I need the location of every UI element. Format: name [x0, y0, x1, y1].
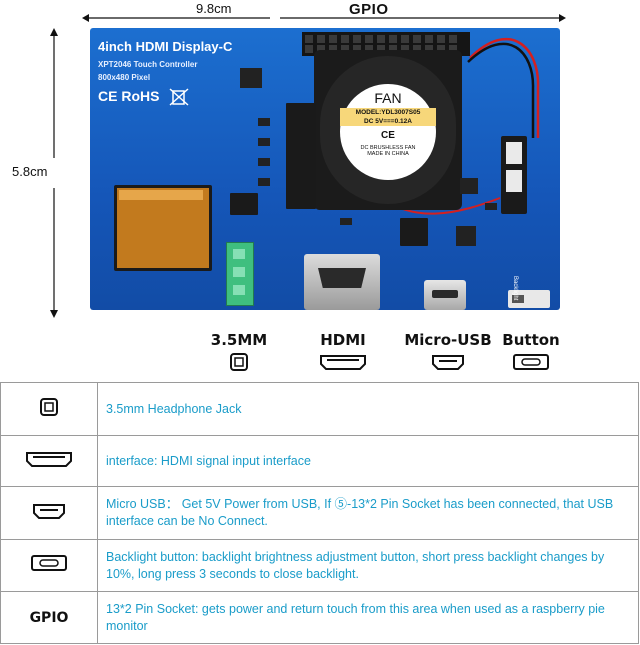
port-button: Button: [499, 331, 563, 378]
table-icon-cell: GPIO: [0, 591, 98, 644]
port-label-3.5mm: 3.5MM: [210, 331, 268, 349]
smd-component: [258, 138, 270, 146]
audio-jack: [226, 242, 254, 306]
table-row: 3.5mm Headphone Jack: [0, 382, 639, 436]
fan-origin: MADE IN CHINA: [367, 151, 409, 157]
fan-ce: CE: [381, 130, 395, 141]
micro-usb-port-icon: [432, 355, 464, 370]
cooling-fan: FAN MODEL:YDL3007S05 DC 5V===0.12A CE DC…: [314, 50, 462, 210]
smd-component: [240, 68, 262, 88]
port-label-button: Button: [502, 331, 560, 349]
micro-usb-port: [424, 280, 466, 310]
board-title: 4inch HDMI Display-C: [98, 39, 233, 54]
height-label: 5.8cm: [12, 164, 48, 179]
ic-chip: [400, 218, 428, 246]
table-row: GPIO 13*2 Pin Socket: gets power and ret…: [0, 591, 639, 644]
port-3.5mm: 3.5MM: [208, 331, 270, 378]
fan-label: FAN MODEL:YDL3007S05 DC 5V===0.12A CE DC…: [340, 84, 436, 180]
board-controller: XPT2046 Touch Controller: [98, 60, 198, 69]
port-label-micro-usb: Micro-USB: [404, 331, 492, 349]
gpio-pins-icon: [305, 35, 457, 53]
fan-connector: [501, 136, 527, 214]
hdmi-port-icon: [26, 451, 72, 467]
width-label: 9.8cm: [196, 1, 232, 16]
main-chip: [286, 103, 316, 209]
table-desc-cell: 3.5mm Headphone Jack: [97, 382, 639, 436]
fan-rating: DC 5V===0.12A: [340, 117, 436, 126]
port-micro-usb: Micro-USB: [400, 331, 496, 378]
width-dimension-right: [240, 0, 570, 26]
board-resolution: 800x480 Pixel: [98, 73, 151, 82]
headphone-jack-icon: [230, 353, 248, 371]
micro-usb-port-icon: [33, 503, 65, 519]
interface-table: 3.5mm Headphone Jack interface: HDMI sig…: [0, 382, 639, 644]
width-arrow-right-icon: [280, 14, 566, 22]
table-desc-cell: Backlight button: backlight brightness a…: [97, 539, 639, 592]
height-dimension: [44, 28, 64, 318]
smd-component: [340, 218, 352, 225]
width-arrow-icon: [82, 14, 270, 22]
display-board: 4inch HDMI Display-C XPT2046 Touch Contr…: [90, 28, 560, 310]
hdmi-port: [304, 254, 380, 310]
table-icon-cell: [0, 539, 98, 592]
width-dimension: [80, 0, 280, 26]
port-label-hdmi: HDMI: [320, 331, 366, 349]
table-icon-cell: [0, 486, 98, 540]
weee-bin-icon: [169, 88, 189, 106]
table-row: Micro USB： Get 5V Power from USB, If ⑤-1…: [0, 486, 639, 540]
fpc-connector: [114, 185, 212, 271]
backlight-button: [508, 290, 550, 308]
table-desc-cell: 13*2 Pin Socket: gets power and return t…: [97, 591, 639, 644]
fan-model: MODEL:YDL3007S05: [340, 108, 436, 117]
inductor: [456, 226, 476, 246]
table-desc-cell: Micro USB： Get 5V Power from USB, If ⑤-1…: [97, 486, 639, 540]
backlight-silk-label: Backlight: [512, 276, 518, 301]
headphone-jack-icon: [40, 397, 58, 416]
table-row: interface: HDMI signal input interface: [0, 435, 639, 487]
table-icon-cell: [0, 382, 98, 436]
certifications: CE RoHS: [98, 88, 160, 105]
gpio-title: GPIO: [349, 1, 389, 18]
table-row: Backlight button: backlight brightness a…: [0, 539, 639, 592]
smd-component: [258, 158, 270, 166]
height-arrow-icon: [50, 28, 58, 318]
fan-desc: DC BRUSHLESS FAN: [360, 145, 416, 151]
certification-logos: CE RoHS: [98, 88, 190, 106]
button-icon: [31, 555, 67, 571]
inductor: [460, 178, 478, 194]
hdmi-port-icon: [320, 355, 366, 370]
ic-chip: [230, 193, 258, 215]
table-icon-cell: [0, 435, 98, 487]
smd-component: [485, 203, 497, 210]
table-desc-cell: interface: HDMI signal input interface: [97, 435, 639, 487]
smd-component: [258, 118, 270, 126]
gpio-row-label: GPIO: [29, 609, 69, 626]
fan-title: FAN: [374, 90, 402, 106]
port-hdmi: HDMI: [312, 331, 374, 378]
button-icon: [513, 354, 549, 370]
smd-component: [258, 178, 270, 186]
